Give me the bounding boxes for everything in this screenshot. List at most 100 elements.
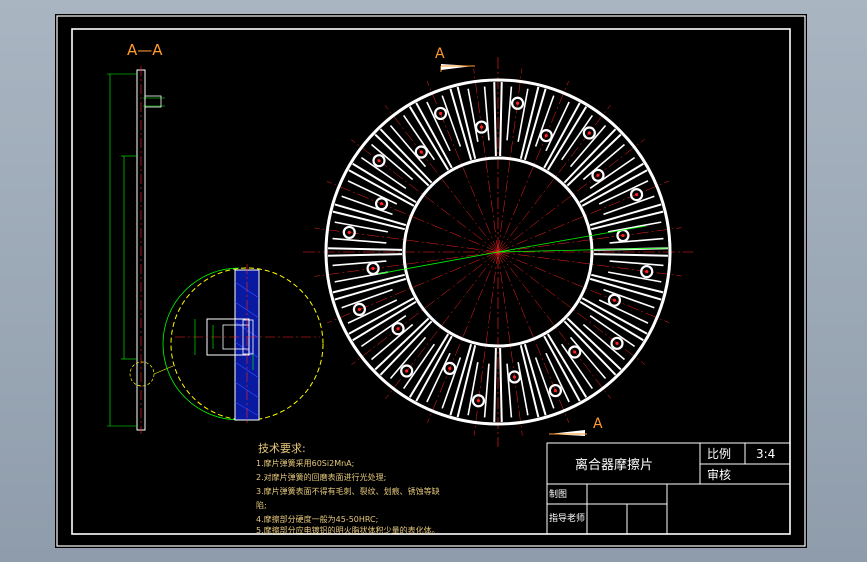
rivet-center — [612, 298, 617, 302]
note-line-5: 4.摩擦部分硬度一般为45-50HRC; — [256, 514, 378, 524]
segment-groove — [408, 106, 450, 171]
centerline-ray — [473, 251, 499, 436]
rivet-center — [596, 173, 600, 177]
inner-ring — [402, 156, 594, 348]
rivet-hole — [539, 128, 553, 143]
rivet-hole — [507, 370, 522, 384]
segment-groove — [579, 162, 644, 204]
segment-slot — [609, 260, 664, 267]
centerline-ray — [497, 251, 682, 277]
dimension-leader — [497, 225, 647, 253]
centerline-ray — [350, 139, 499, 253]
segment-slot — [483, 86, 490, 141]
rivet-center — [357, 307, 362, 312]
rivet-center — [448, 366, 452, 371]
segment-groove — [579, 300, 644, 342]
segment-slot — [334, 221, 388, 233]
rivet-hole — [607, 293, 622, 307]
segment-slot — [534, 95, 555, 147]
inner-border — [71, 28, 791, 535]
segment-slot — [609, 237, 664, 244]
note-line-3: 3.摩片弹簧表面不得有毛刺、裂纹、划痕、锈蚀等缺 — [256, 486, 440, 496]
segment-slot — [582, 143, 625, 181]
centerline-ray — [327, 251, 499, 324]
segment-slot — [517, 88, 529, 142]
dimension-leader — [497, 247, 669, 253]
centerline-ray — [497, 251, 523, 436]
detail-view — [162, 264, 324, 424]
segment-groove — [332, 273, 405, 294]
segment-groove — [566, 133, 622, 187]
segment-groove — [543, 102, 581, 169]
rivet-hole — [391, 322, 405, 336]
segment-slot — [603, 288, 655, 309]
segment-slot — [560, 114, 594, 161]
rivet-center — [347, 230, 351, 235]
friction-disc-view — [303, 57, 693, 447]
drawing-sheet: A—A — [55, 14, 807, 548]
rivet-hole — [433, 106, 448, 121]
centerline-ray — [314, 227, 499, 253]
technical-notes: 技术要求: 1.摩片弹簧采用60Si2MnA; 2.对摩片弹簧的回磨表面进行光处… — [256, 442, 440, 535]
segment-groove — [519, 345, 540, 418]
segment-groove — [449, 343, 473, 416]
drawn-label: 制图 — [549, 488, 567, 500]
rivet-hole — [400, 364, 414, 378]
segment-slot — [483, 363, 490, 418]
segment-slot — [589, 156, 636, 190]
cut-mark-bottom: A — [593, 416, 603, 432]
outer-border — [56, 15, 806, 547]
rivet-hole — [548, 383, 563, 398]
centerline-ray — [385, 251, 499, 400]
segment-groove — [593, 253, 668, 257]
segment-groove — [499, 82, 503, 157]
segment-slot — [341, 288, 393, 309]
note-line-4: 陷; — [256, 500, 267, 510]
centerline-ray — [326, 181, 499, 253]
centerline-ray — [427, 251, 499, 424]
segment-groove — [449, 88, 473, 161]
segment-slot — [332, 260, 387, 267]
rivet-hole — [471, 394, 486, 408]
segment-slot — [402, 343, 436, 390]
segment-slot — [360, 156, 407, 190]
rivet-center — [377, 159, 381, 163]
segment-slot — [441, 357, 462, 409]
centerline-ray — [497, 104, 611, 253]
segment-slot — [371, 323, 414, 361]
segment-groove — [581, 297, 648, 335]
part-name: 离合器摩擦片 — [575, 457, 653, 473]
dimension-leader — [377, 251, 499, 275]
segment-groove — [348, 169, 415, 207]
centerline-ray — [497, 251, 670, 323]
segment-groove — [499, 347, 503, 422]
segment-groove — [415, 102, 453, 169]
centerline-ray — [385, 105, 499, 253]
section-label: A—A — [127, 41, 163, 59]
centerline-ray — [473, 68, 499, 253]
drawing-canvas[interactable]: A—A — [55, 14, 807, 548]
segment-slot — [389, 125, 427, 168]
segment-slot — [371, 143, 414, 181]
rivet-center — [515, 101, 520, 105]
segment-groove — [581, 169, 648, 207]
cutting-plane: A A — [435, 46, 603, 436]
segment-slot — [545, 352, 570, 403]
rivet-hole — [443, 361, 457, 376]
segment-groove — [334, 203, 407, 227]
segment-slot — [467, 88, 479, 142]
rivet-hole — [510, 96, 525, 110]
segment-groove — [352, 300, 417, 342]
rivet-hole — [568, 345, 582, 359]
segment-groove — [456, 86, 477, 159]
title-block — [546, 442, 791, 535]
centerline-ray — [497, 227, 682, 253]
rivet-center — [553, 388, 558, 393]
scale-value: 3:4 — [756, 447, 775, 461]
rivet-center — [479, 125, 484, 129]
outer-ring — [324, 78, 672, 426]
segment-slot — [441, 95, 462, 147]
rivet-hole — [414, 145, 428, 159]
segment-slot — [598, 299, 649, 324]
advisor-label: 指导老师 — [549, 512, 585, 524]
